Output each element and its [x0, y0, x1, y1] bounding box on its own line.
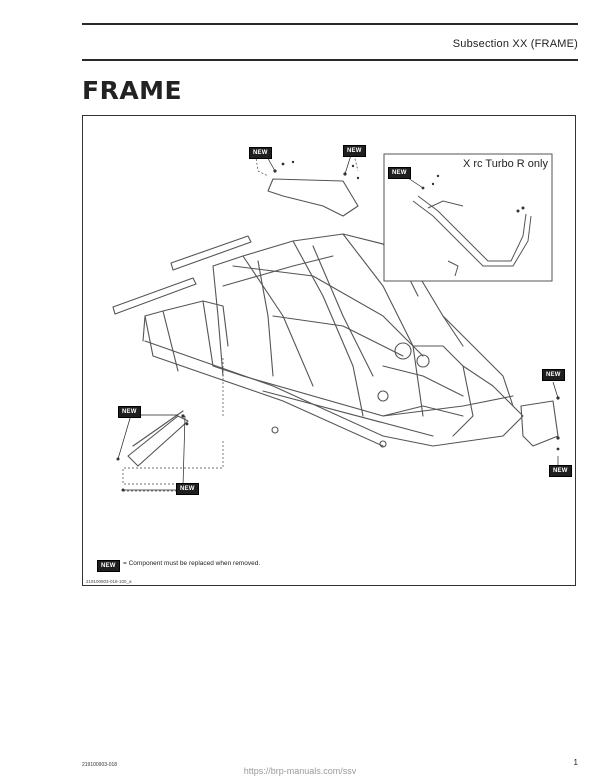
- new-badge: NEW: [549, 465, 572, 477]
- new-badge: NEW: [388, 167, 411, 179]
- new-badge: NEW: [118, 406, 141, 418]
- side-rail-lower: [112, 277, 197, 315]
- header-rule-top: [82, 23, 578, 25]
- document-code: 219100903-018: [82, 762, 118, 768]
- new-badge: NEW: [249, 147, 272, 159]
- page-number: 1: [573, 758, 578, 767]
- frame-drawing: [112, 150, 560, 492]
- subsection-heading: Subsection XX (FRAME): [452, 38, 578, 50]
- new-badge: NEW: [542, 369, 565, 381]
- rear-skid-plate: [520, 400, 559, 447]
- inset-box: [383, 153, 553, 282]
- roll-cage-top: [212, 233, 464, 347]
- source-url[interactable]: https://brp-manuals.com/ssv: [243, 766, 357, 776]
- inset-label: X rc Turbo R only: [463, 158, 548, 170]
- legend-text: = Component must be replaced when remove…: [123, 560, 261, 567]
- top-brace: [267, 178, 359, 217]
- front-bumper-bracket: [127, 415, 189, 467]
- new-badge: NEW: [176, 483, 199, 495]
- legend-new-badge: NEW: [97, 560, 120, 572]
- floor-rail-left: [144, 340, 504, 447]
- frame-illustration: NEW NEW NEW NEW NEW NEW NEW X rc Turbo R…: [82, 115, 576, 586]
- header-rule-bottom: [82, 59, 578, 61]
- figure-code: 219100903-018-100_a: [86, 579, 132, 584]
- new-badge: NEW: [343, 145, 366, 157]
- page-title: FRAME: [82, 76, 183, 105]
- side-rail-upper: [170, 235, 252, 271]
